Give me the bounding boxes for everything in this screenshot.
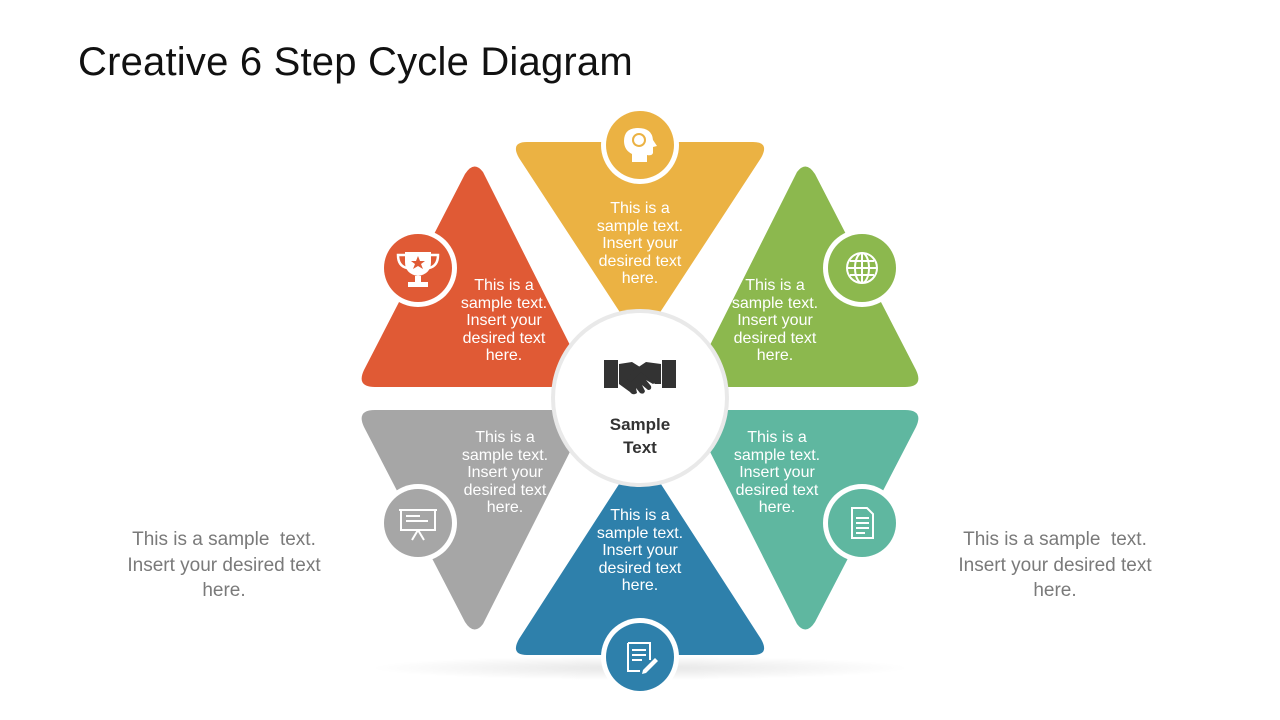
handshake-icon bbox=[604, 360, 676, 395]
document-icon bbox=[851, 507, 874, 539]
presentation-board-icon bbox=[399, 509, 437, 541]
segment-lower-left[interactable] bbox=[361, 410, 586, 630]
icon-circle-bottom bbox=[601, 618, 679, 696]
side-text-right: This is a sample text. Insert your desir… bbox=[958, 529, 1152, 601]
segment-upper-right[interactable] bbox=[694, 166, 919, 387]
segment-top[interactable] bbox=[515, 142, 765, 330]
edit-document-icon bbox=[627, 642, 658, 674]
icon-circle-lower-right bbox=[823, 484, 901, 562]
trophy-icon bbox=[396, 252, 440, 287]
icon-circle-upper-left bbox=[379, 229, 457, 307]
head-brain-icon bbox=[624, 128, 657, 162]
icon-circle-lower-left bbox=[379, 484, 457, 562]
segment-upper-left[interactable] bbox=[361, 166, 586, 387]
icon-circle-upper-right bbox=[823, 229, 901, 307]
center-label: Sample Text bbox=[609, 415, 671, 457]
center-circle[interactable] bbox=[551, 309, 729, 487]
icon-circle-top bbox=[601, 106, 679, 184]
segment-bottom[interactable] bbox=[515, 465, 765, 655]
segment-lower-right[interactable] bbox=[694, 410, 919, 630]
globe-icon bbox=[846, 252, 878, 284]
page-title: Creative 6 Step Cycle Diagram bbox=[78, 40, 633, 84]
side-text-left: This is a sample text. Insert your desir… bbox=[127, 529, 321, 601]
